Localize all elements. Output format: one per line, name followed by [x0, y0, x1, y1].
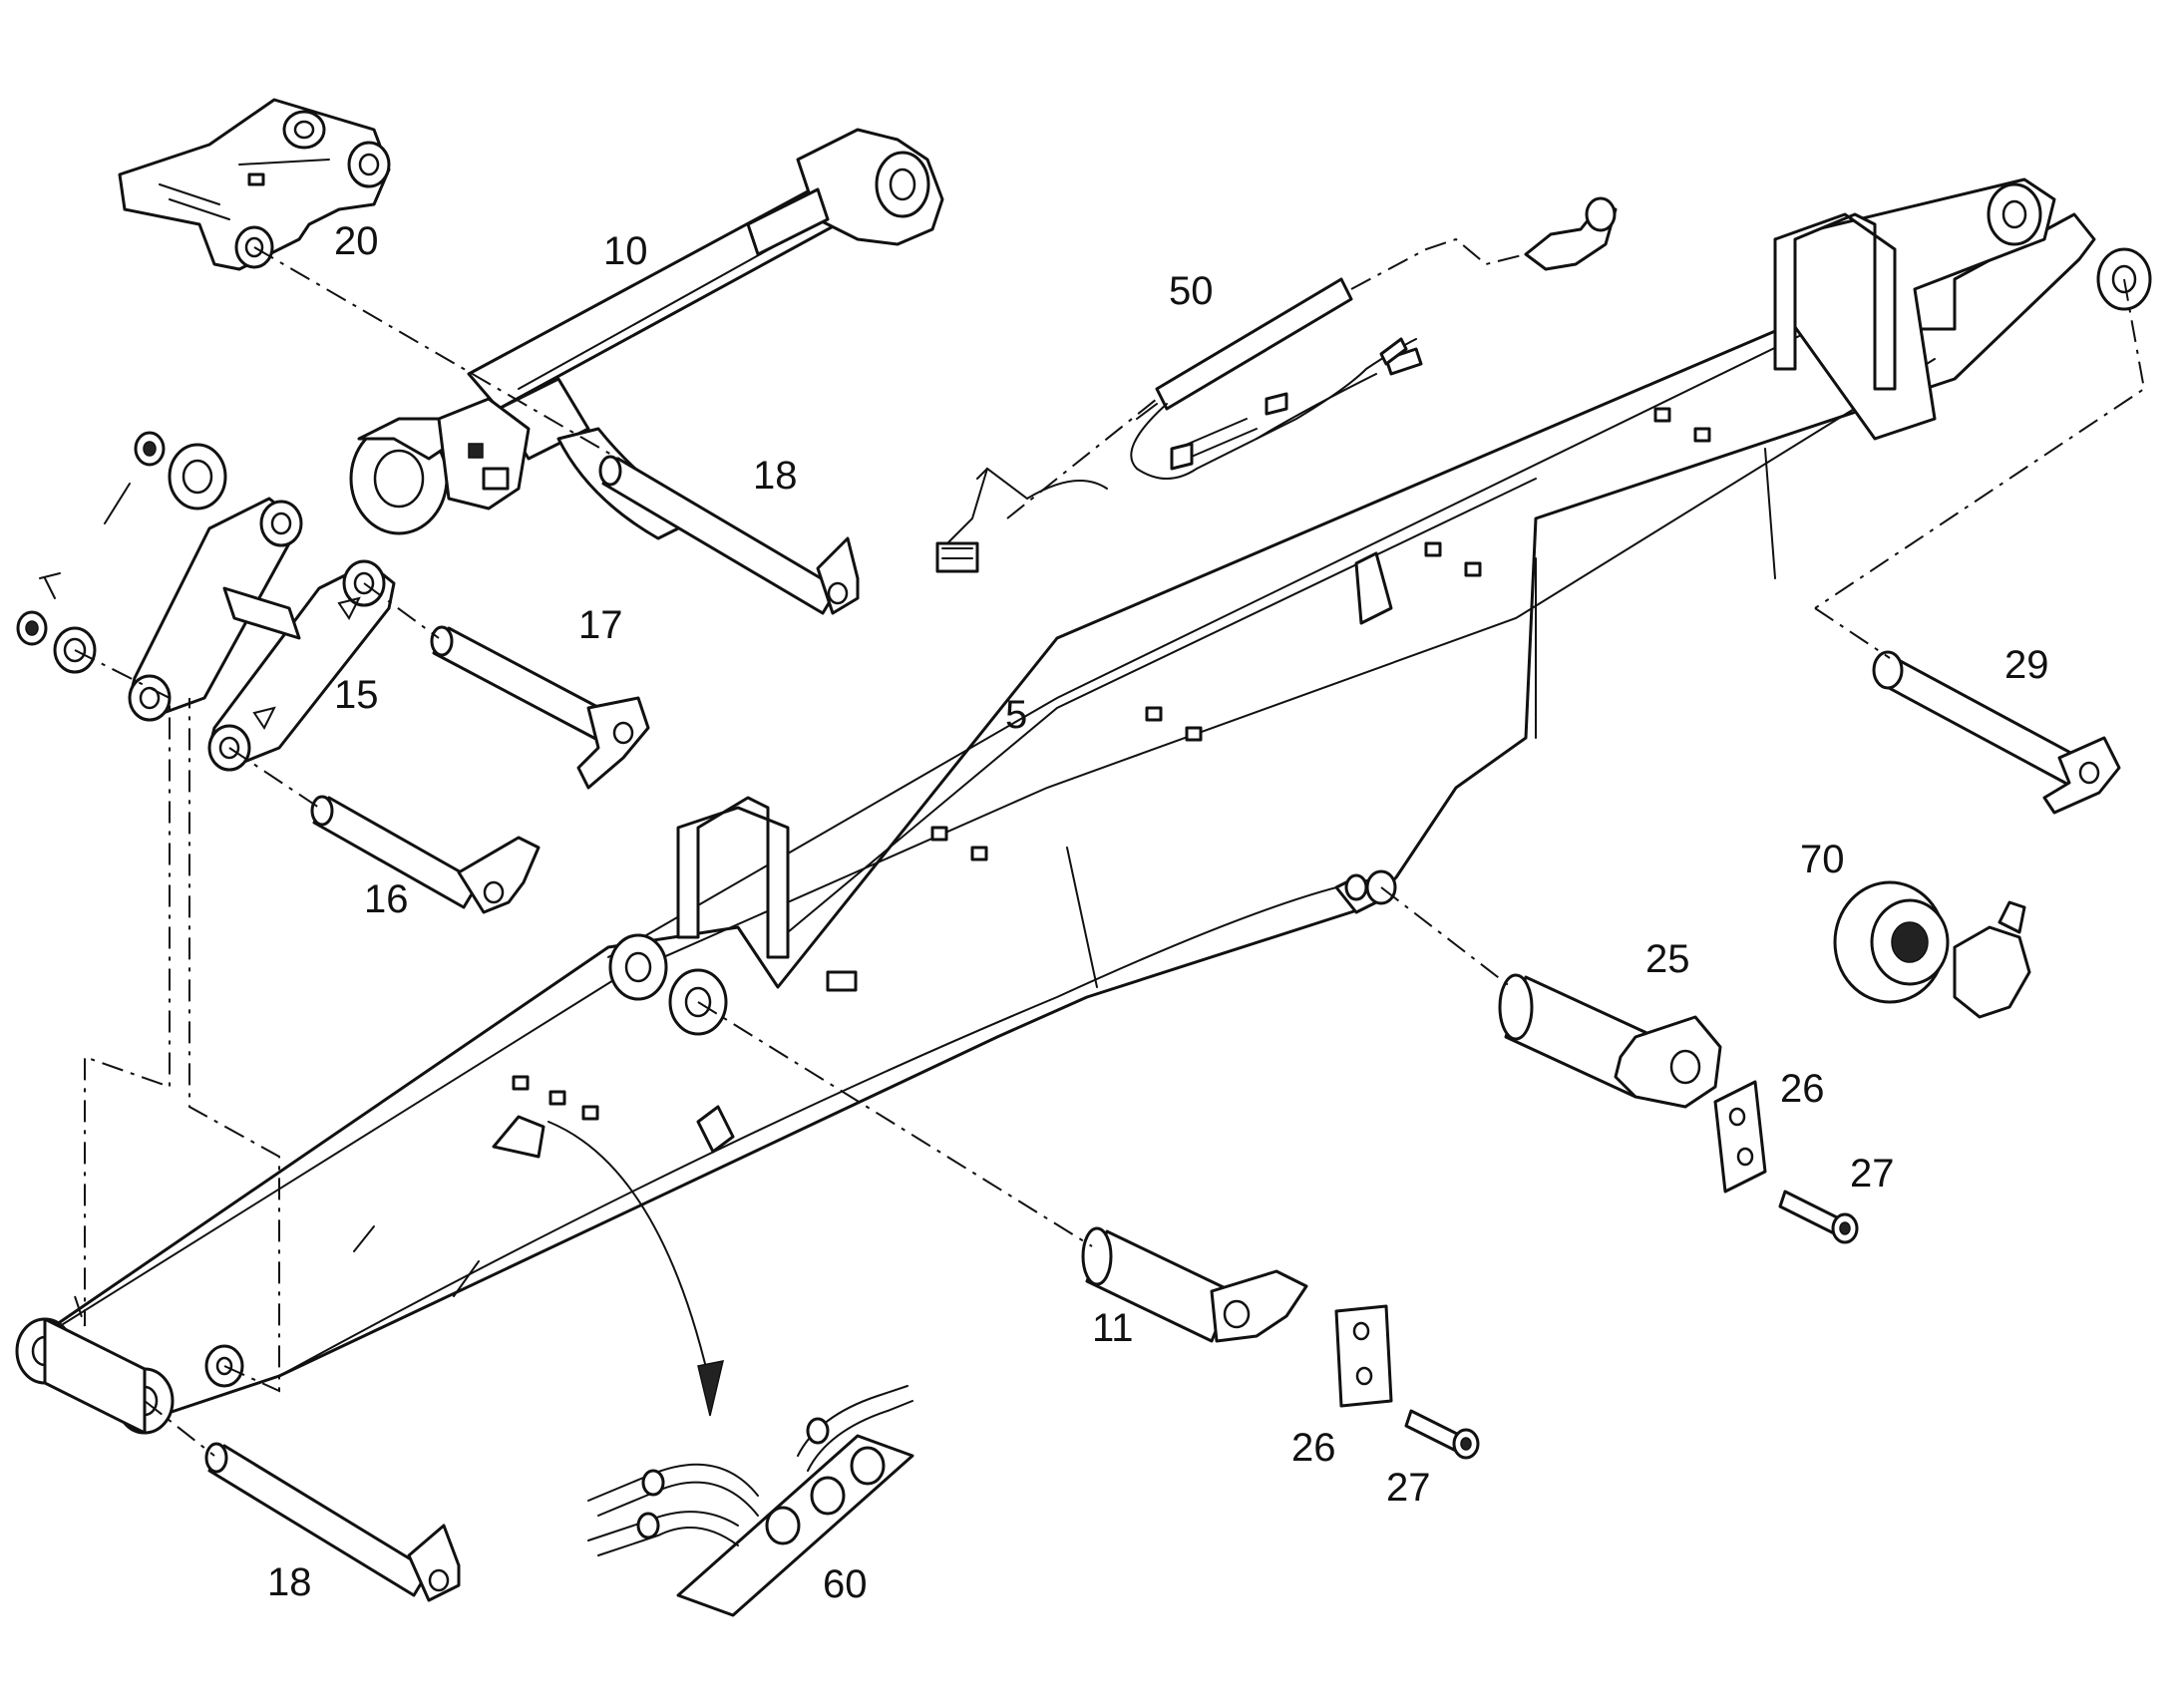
callout-16: 16: [364, 877, 409, 921]
callout-70: 70: [1800, 838, 1845, 881]
callout-27-bottom: 27: [1386, 1466, 1431, 1510]
part-27-bolt-right: [1778, 1190, 1859, 1244]
callout-27-right: 27: [1850, 1152, 1895, 1196]
part-60-manifold: [587, 1385, 914, 1617]
callout-29: 29: [2004, 643, 2049, 687]
callout-25: 25: [1645, 937, 1690, 981]
part-16-pin: [310, 795, 541, 914]
part-29-pin: [1872, 650, 2121, 815]
part-26-plate-bottom: [1334, 1304, 1393, 1408]
part-27-bolt-bottom: [1404, 1409, 1480, 1460]
part-70-sensor: [1833, 880, 2031, 1019]
callout-60: 60: [823, 1562, 868, 1606]
callout-26-bottom: 26: [1291, 1426, 1336, 1470]
leader-lines: [74, 237, 2146, 1457]
detail-arrow: [547, 1121, 724, 1417]
part-11-pin: [1081, 1226, 1308, 1343]
part-25-pin: [1498, 973, 1722, 1109]
callout-labels: 20 10 50 18 17 15 5 29 16 70 25 26 27 11…: [267, 219, 2049, 1606]
callout-15: 15: [334, 673, 379, 717]
part-17-pin: [430, 625, 650, 790]
callout-17: 17: [578, 603, 623, 647]
callout-50: 50: [1169, 269, 1214, 313]
callout-5: 5: [1005, 693, 1027, 737]
part-18-pin-bottom: [204, 1442, 461, 1602]
callout-26-right: 26: [1780, 1067, 1825, 1111]
callout-20: 20: [334, 219, 379, 263]
callout-18-bottom: 18: [267, 1560, 312, 1604]
callout-11: 11: [1092, 1306, 1134, 1350]
part-26-plate-right: [1713, 1080, 1767, 1194]
part-50-harness: [935, 196, 1618, 573]
boom-assembly: [15, 177, 2152, 1435]
part-18-pin-top: [598, 455, 860, 615]
callout-18-top: 18: [753, 454, 798, 498]
callout-10: 10: [603, 229, 648, 273]
